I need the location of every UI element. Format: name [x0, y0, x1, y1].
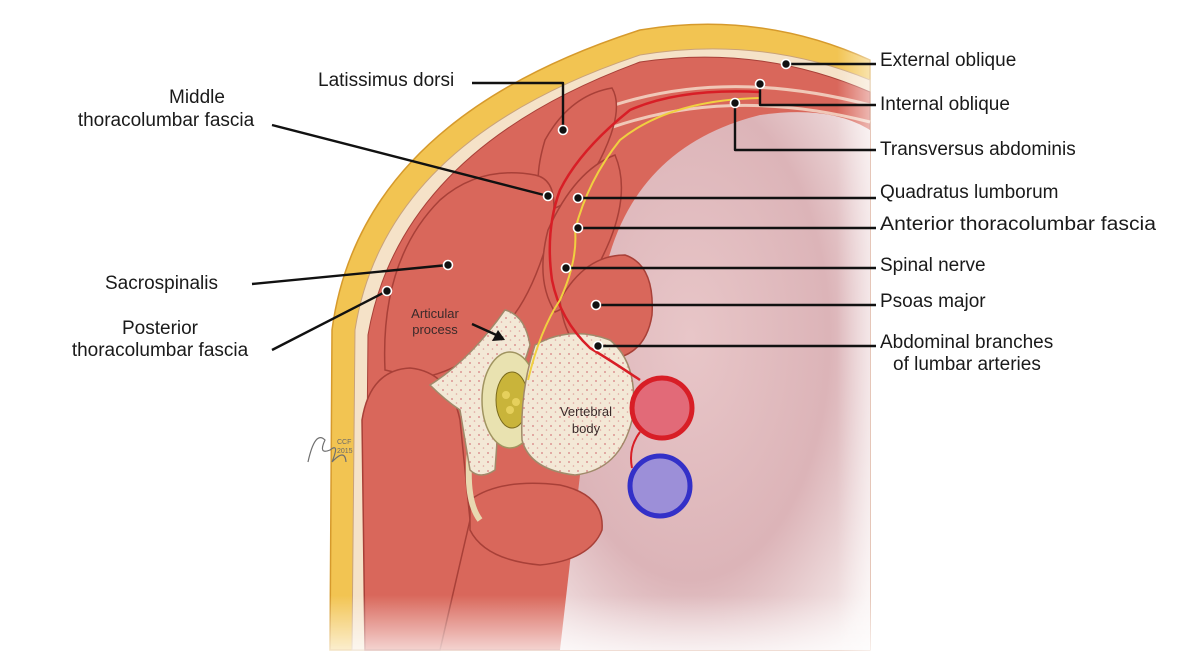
label-spinal-nerve: Spinal nerve	[880, 255, 986, 276]
lumbar-artery-small	[630, 431, 641, 469]
leader-lines-right	[566, 62, 876, 348]
label-posterior-tlf-line1: Posterior	[122, 318, 199, 339]
nerve-root	[502, 391, 510, 399]
articular-arrow-head	[492, 330, 505, 341]
label-internal-oblique: Internal oblique	[880, 94, 1010, 115]
label-latissimus-dorsi: Latissimus dorsi	[318, 70, 454, 91]
label-posterior-tlf-line2: thoracolumbar fascia	[72, 340, 249, 361]
signature-initials: CCF	[337, 439, 351, 446]
quadratus-lumborum-muscle	[542, 154, 623, 313]
label-anterior-thoracolumbar-fascia: Anterior thoracolumbar fascia	[880, 214, 1156, 235]
label-vertebral-line2: body	[572, 421, 601, 436]
nerve-root	[512, 398, 520, 406]
label-articular-line2: process	[412, 322, 458, 337]
lumbar-artery-branch	[548, 90, 761, 382]
spinal-nerve-path	[527, 97, 761, 381]
leader-lines-left	[251, 81, 565, 352]
nerve-root	[506, 406, 514, 414]
aorta	[629, 375, 695, 441]
label-abdominal-branches-line2: of lumbar arteries	[893, 354, 1041, 375]
signature-year: 2015	[337, 448, 353, 455]
label-middle-tlf-line2: thoracolumbar fascia	[78, 110, 255, 131]
label-quadratus-lumborum: Quadratus lumborum	[880, 182, 1058, 203]
label-transversus-abdominis: Transversus abdominis	[880, 139, 1076, 160]
fade-right	[760, 0, 900, 672]
label-sacrospinalis: Sacrospinalis	[105, 273, 218, 294]
leader-dots	[381, 58, 792, 352]
artist-signature-mark	[307, 437, 347, 463]
label-middle-tlf-line1: Middle	[169, 87, 225, 108]
vertebral-body-texture	[521, 333, 634, 475]
label-psoas-major: Psoas major	[880, 291, 986, 312]
label-abdominal-branches-line1: Abdominal branches	[880, 332, 1053, 353]
label-external-oblique: External oblique	[880, 50, 1016, 71]
label-vertebral-line1: Vertebral	[560, 404, 612, 419]
articular-process-texture	[430, 310, 530, 475]
label-articular-line1: Articular	[411, 306, 459, 321]
